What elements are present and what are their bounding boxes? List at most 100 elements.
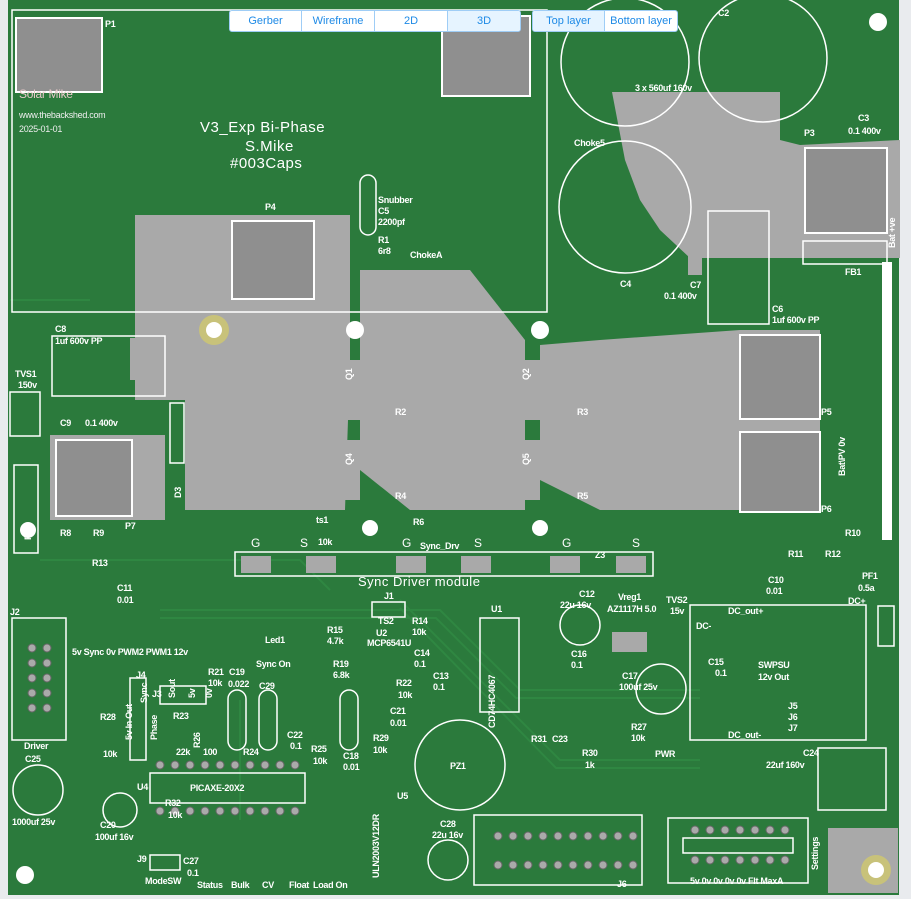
silkscreen-label: G xyxy=(402,536,412,550)
3d-view-button[interactable]: 3D xyxy=(448,11,520,31)
silkscreen-label: Phase xyxy=(149,714,159,740)
silkscreen-label: C7 xyxy=(690,280,701,290)
silkscreen-label: U5 xyxy=(397,791,408,801)
silkscreen-label: Q2 xyxy=(521,368,531,380)
silkscreen-label: SWPSU xyxy=(758,660,790,670)
silkscreen-label: TVS1 xyxy=(15,369,37,379)
silkscreen-label: 5v xyxy=(187,688,197,698)
silkscreen-label: Choke5 xyxy=(574,138,605,148)
silkscreen-label: C20 xyxy=(100,820,116,830)
brand-text: Solar Mike xyxy=(19,87,73,101)
silkscreen-label: Q4 xyxy=(344,453,354,465)
silkscreen-label: R26 xyxy=(192,732,202,748)
silkscreen-label: 12v Out xyxy=(758,672,789,682)
sync-driver-module-label: Sync Driver module xyxy=(358,574,481,589)
silkscreen-label: AZ1117H 5.0 xyxy=(607,604,657,614)
silkscreen-label: J7 xyxy=(788,723,798,733)
silkscreen-label: R12 xyxy=(825,549,841,559)
silkscreen-label: P5 xyxy=(821,407,832,417)
silkscreen-label: Sync xyxy=(139,682,149,703)
silkscreen-label: 0.1 xyxy=(715,668,727,678)
silkscreen-label: 0.01 xyxy=(390,718,407,728)
silkscreen-label: R27 xyxy=(631,722,647,732)
silkscreen-label: J6 xyxy=(617,879,627,889)
board-author: S.Mike xyxy=(245,138,294,155)
power-pads xyxy=(15,15,888,517)
silkscreen-label: PF1 xyxy=(862,571,878,581)
silkscreen-label: 10k xyxy=(208,678,223,688)
silkscreen-label: C5 xyxy=(378,206,389,216)
silkscreen-label: R10 xyxy=(845,528,861,538)
silkscreen-label: J4 xyxy=(136,670,146,680)
silkscreen-label: 6r8 xyxy=(378,246,391,256)
silkscreen-label: U4 xyxy=(137,782,148,792)
silkscreen-label: Z3 xyxy=(595,550,605,560)
top-layer-button[interactable]: Top layer xyxy=(533,11,605,31)
silkscreen-label: C27 xyxy=(183,856,199,866)
silkscreen-label: R25 xyxy=(311,744,327,754)
silkscreen-label: Float xyxy=(289,880,309,890)
silkscreen-label: 0.1 xyxy=(187,868,199,878)
silkscreen-label: 0.5a xyxy=(858,583,875,593)
silkscreen-label: C18 xyxy=(343,751,359,761)
silkscreen-label: 5v 0v 0v 0v 0v Flt MaxA xyxy=(690,876,784,886)
silkscreen-label: P6 xyxy=(821,504,832,514)
silkscreen-label: 10k xyxy=(412,627,427,637)
silkscreen-label: S xyxy=(474,536,482,550)
silkscreen-label: DC_out+ xyxy=(728,606,764,616)
silkscreen-label: P4 xyxy=(265,202,276,212)
silkscreen-label: J5 xyxy=(788,701,798,711)
silkscreen-label: Vreg1 xyxy=(618,592,642,602)
silkscreen-label: Bulk xyxy=(231,880,250,890)
gerber-view-button[interactable]: Gerber xyxy=(230,11,302,31)
silkscreen-label: C23 xyxy=(552,734,568,744)
silkscreen-label: R15 xyxy=(327,625,343,635)
silkscreen-label: 22k xyxy=(176,747,191,757)
silkscreen-label: R8 xyxy=(60,528,71,538)
silkscreen-label: Bat\PV 0v xyxy=(837,437,847,476)
silkscreen-label: PZ1 xyxy=(450,761,466,771)
silkscreen-label: DC- xyxy=(696,621,712,631)
silkscreen-label: S xyxy=(632,536,640,550)
2d-view-button[interactable]: 2D xyxy=(375,11,448,31)
silkscreen-label: 1k xyxy=(585,760,595,770)
silkscreen-label: R19 xyxy=(333,659,349,669)
silkscreen-label: CV xyxy=(262,880,274,890)
silkscreen-label: C17 xyxy=(622,671,638,681)
silkscreen-label: R13 xyxy=(92,558,108,568)
silkscreen-label: Settings xyxy=(810,836,820,870)
silkscreen-label: G xyxy=(562,536,572,550)
silkscreen-label: P1 xyxy=(105,19,116,29)
silkscreen-label: R4 xyxy=(395,491,406,501)
silkscreen-label: R9 xyxy=(93,528,104,538)
silkscreen-label: R29 xyxy=(373,733,389,743)
smd-pads xyxy=(241,255,702,652)
wireframe-view-button[interactable]: Wireframe xyxy=(302,11,375,31)
header-pins xyxy=(27,643,790,870)
silkscreen-label: P7 xyxy=(125,521,136,531)
silkscreen-label: 1uf 600v PP xyxy=(772,315,820,325)
silkscreen-label: ts1 xyxy=(316,515,329,525)
silkscreen-label: Sync On xyxy=(256,659,291,669)
silkscreen-label: Snubber xyxy=(378,195,413,205)
silkscreen-label: 22uf 160v xyxy=(766,760,805,770)
silkscreen-label: C22 xyxy=(287,730,303,740)
silkscreen-label: Load On xyxy=(313,880,348,890)
layer-toolbar: Top layer Bottom layer xyxy=(532,10,678,32)
silkscreen-label: C25 xyxy=(25,754,41,764)
silkscreen-label: J1 xyxy=(384,591,394,601)
silkscreen-label: J9 xyxy=(137,854,147,864)
silkscreen-label: 100uf 25v xyxy=(619,682,658,692)
bottom-layer-button[interactable]: Bottom layer xyxy=(610,15,672,27)
silkscreen-label: 10k xyxy=(373,745,388,755)
website-text: www.thebackshed.com xyxy=(19,110,106,120)
silkscreen-label: Driver xyxy=(24,741,49,751)
silkscreen-label: C6 xyxy=(772,304,783,314)
silkscreen-label: R32 xyxy=(165,798,181,808)
silkscreen-label: J6 xyxy=(788,712,798,722)
silkscreen-label: 0.1 xyxy=(290,741,302,751)
silkscreen-label: R6 xyxy=(413,517,424,527)
silkscreen-label: 10k xyxy=(168,810,183,820)
silkscreen-label: R21 xyxy=(208,667,224,677)
